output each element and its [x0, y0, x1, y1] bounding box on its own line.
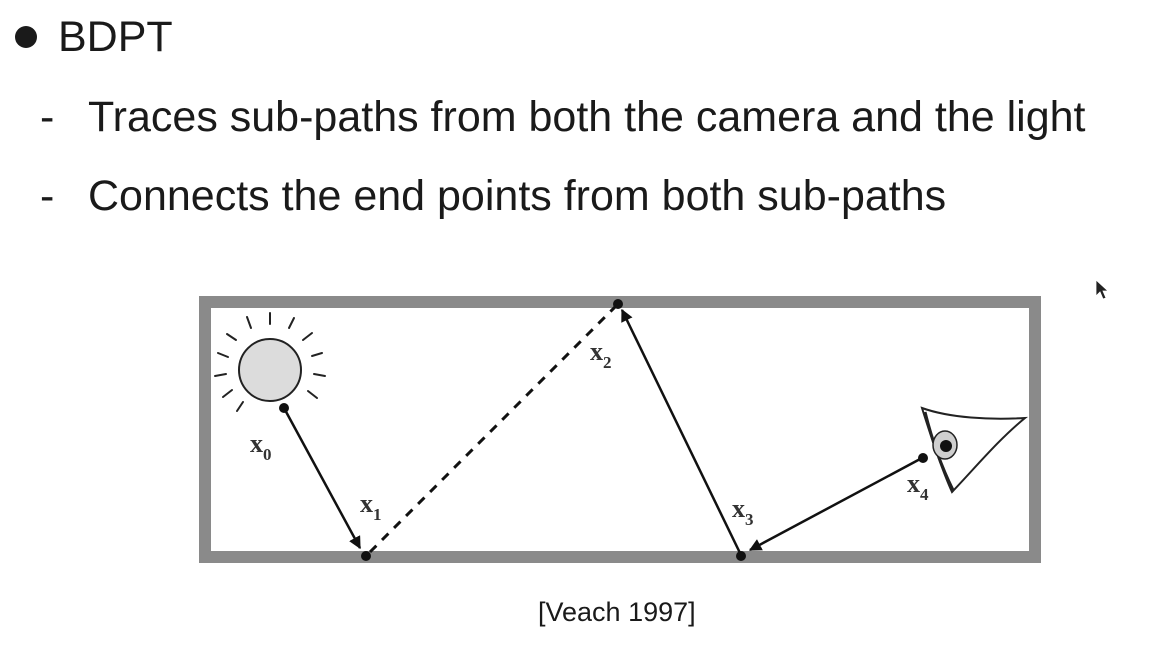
vertex-x0: [279, 403, 289, 413]
bullet-dot: [15, 26, 37, 48]
sub-bullet-text-1: Traces sub-paths from both the camera an…: [88, 93, 1086, 141]
vertex-x4: [918, 453, 928, 463]
label-x3: x3: [732, 494, 754, 529]
eye-icon: [920, 406, 1029, 494]
vertex-x1: [361, 551, 371, 561]
segment-x4-x3: [748, 456, 923, 552]
label-x0: x0: [250, 429, 272, 464]
bullet-title: BDPT: [58, 13, 173, 61]
sub-bullet-marker-2: -: [40, 172, 55, 220]
label-x2: x2: [590, 337, 612, 372]
figure-caption: [Veach 1997]: [538, 597, 696, 627]
label-x1: x1: [360, 489, 382, 524]
room-frame: [199, 296, 1041, 563]
sub-bullet-text-2: Connects the end points from both sub-pa…: [88, 172, 947, 220]
vertex-x3: [736, 551, 746, 561]
sun-icon: [214, 312, 326, 412]
sub-bullet-marker-1: -: [40, 93, 55, 141]
label-x4: x4: [907, 469, 929, 504]
segment-x3-x2: [620, 308, 742, 554]
vertex-x2: [613, 299, 623, 309]
connection-x1-x2: [368, 303, 619, 554]
segment-x0-x1: [282, 407, 362, 550]
